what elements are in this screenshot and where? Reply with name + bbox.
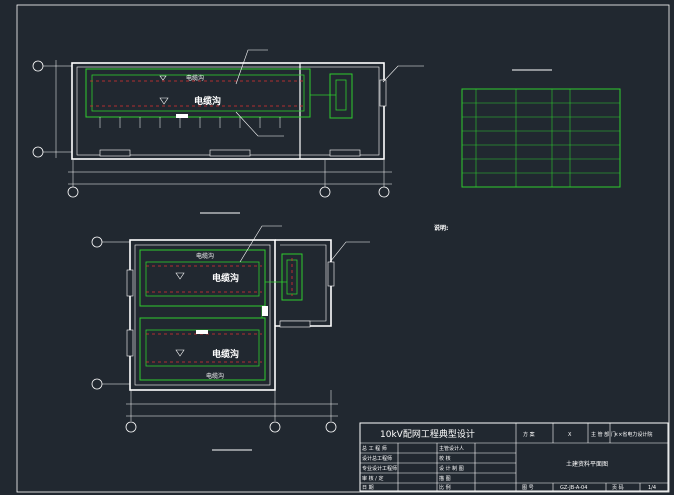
equipment [262, 306, 268, 316]
cable-trench [85, 68, 311, 118]
trench-label: 电缆沟 [212, 348, 239, 360]
equipment [196, 330, 208, 334]
axis-bubble [32, 146, 44, 158]
tb-mid-row: 设 计 制 图 [439, 465, 464, 472]
building-outline [71, 62, 385, 160]
tuhao-value: GZ-JB-A-04 [560, 485, 587, 491]
trench-label: 电缆沟 [186, 74, 204, 82]
tb-mid-row: 校 核 [439, 455, 451, 462]
zhuguan-label: 主 管 部 门 [591, 431, 616, 438]
axis-bubble [67, 186, 79, 198]
trench-label: 电缆沟 [196, 252, 214, 260]
page-value: 1/4 [648, 485, 656, 491]
axis-bubble [91, 378, 103, 390]
cable-trench [329, 73, 353, 119]
fangan-label: 方 案 [523, 431, 535, 438]
tb-left-row: 设计总工程师 [362, 455, 392, 462]
title-block: 10kV配网工程典型设计 方 案 X 主 管 部 门 ××省电力设计院 总 工 … [359, 422, 669, 492]
tb-mid-row: 主管设计人 [439, 445, 464, 452]
axis-bubble [125, 421, 137, 433]
tb-left-row: 总 工 程 师 [362, 445, 387, 452]
axis-bubble [269, 421, 281, 433]
trench-label: 电缆沟 [206, 372, 224, 380]
axis-bubble [378, 186, 390, 198]
plan-top: 电缆沟 电缆沟 [32, 49, 424, 214]
drawing-title: 土建资料平面图 [566, 460, 608, 468]
tb-left-row: 日 期 [362, 485, 374, 491]
cable-supports [146, 258, 293, 363]
plan-bottom: 电缆沟 电缆沟 电缆沟 电缆沟 [91, 225, 370, 451]
tuhao-label: 图 号 [522, 485, 534, 491]
cable-trench [139, 249, 266, 307]
tb-left-row: 审 核 / 定 [362, 475, 383, 482]
title-block-frame [359, 422, 669, 492]
fangan-value: X [568, 432, 572, 438]
tb-left-row: 专业设计工程师 [362, 465, 397, 472]
building-outline [129, 239, 276, 391]
trench-label: 电缆沟 [212, 272, 239, 284]
drawing-frame [16, 4, 670, 493]
axis-bubble [325, 421, 337, 433]
zhuguan-value: ××省电力设计院 [614, 431, 652, 438]
schedule-table [461, 69, 621, 188]
cable-trench [281, 253, 303, 301]
tb-mid-row: 描 图 [439, 475, 451, 482]
axis-bubble [32, 60, 44, 72]
page-label: 页 码 [612, 484, 624, 491]
trench-label: 电缆沟 [194, 95, 221, 107]
axis-bubble [319, 186, 331, 198]
project-title: 10kV配网工程典型设计 [380, 428, 475, 440]
table-frame [461, 88, 621, 188]
cable-trench [139, 317, 266, 381]
axis-bubble [91, 236, 103, 248]
equipment [176, 114, 188, 118]
notes-label: 说明: [434, 224, 448, 232]
tb-mid-row: 比 例 [439, 484, 451, 491]
